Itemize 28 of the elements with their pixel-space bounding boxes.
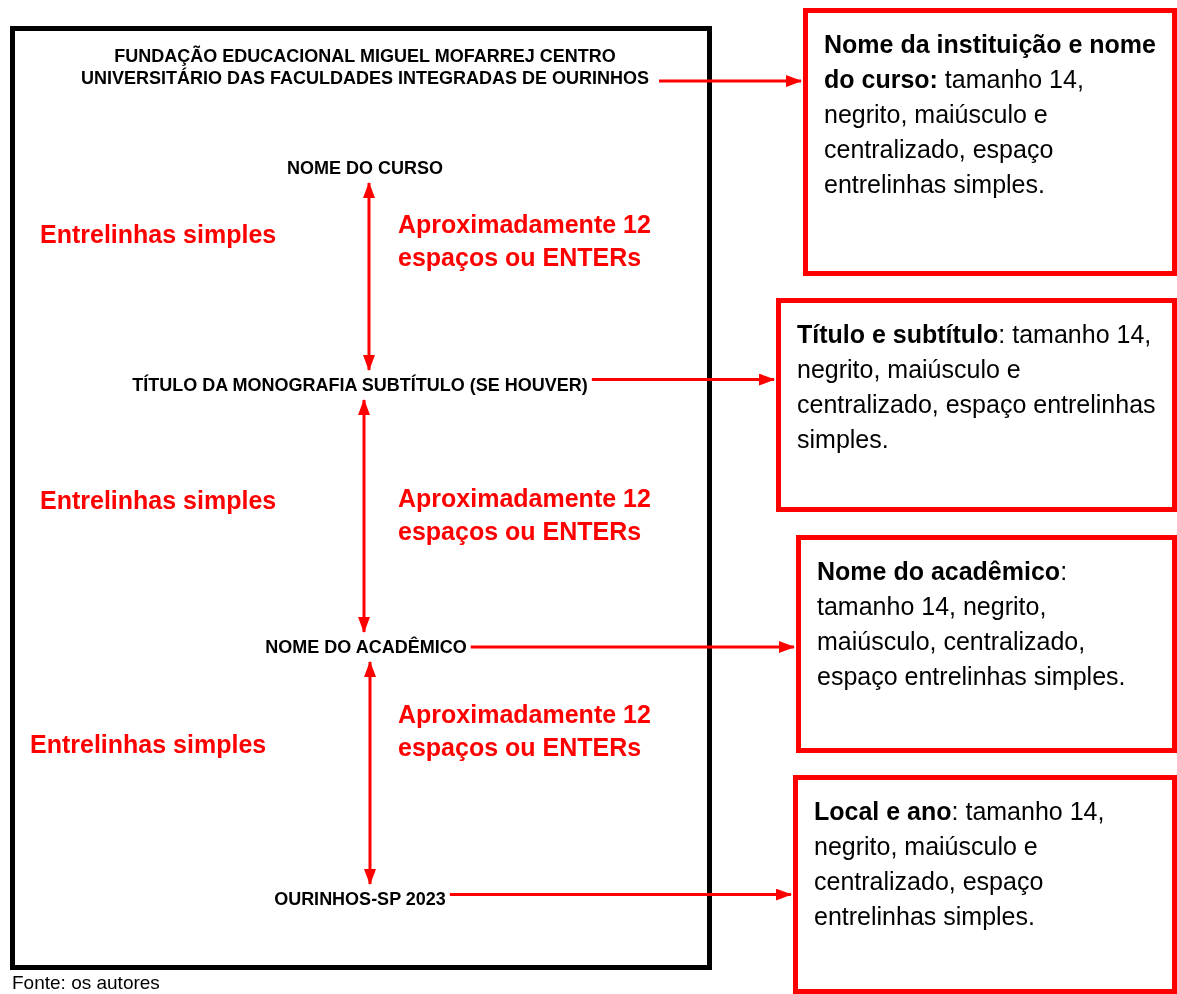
note-box — [796, 535, 1177, 753]
note-text: Local e ano: tamanho 14, negrito, maiúsculo e centralizado, espaço entrelinhas simples. — [814, 796, 1106, 932]
annotation-text: Entrelinhas simples — [40, 219, 278, 250]
note-text: Nome do acadêmico: tamanho 14, negrito, maiúsculo, centralizado, espaço entrelinhas simples. — [817, 556, 1127, 692]
heading-text: OURINHOS-SP 2023 — [274, 888, 446, 910]
annotation-text: Entrelinhas simples — [40, 485, 278, 516]
arrow — [470, 641, 795, 653]
annotation-text: Aproximadamente 12 espaços ou ENTERs — [398, 699, 652, 763]
caption-text: Fonte: os autores — [12, 972, 160, 994]
page-frame — [10, 26, 712, 970]
annotation-text: Aproximadamente 12 espaços ou ENTERs — [398, 209, 652, 273]
annotation-text: Entrelinhas simples — [30, 729, 268, 760]
note-box — [776, 298, 1177, 512]
note-box — [803, 8, 1177, 276]
arrow — [358, 399, 370, 633]
note-text: Título e subtítulo: tamanho 14, negrito, maiúsculo e centralizado, espaço entrelinhas simples. — [797, 319, 1156, 455]
arrow — [363, 182, 375, 371]
arrow — [449, 888, 792, 901]
heading-text: FUNDAÇÃO EDUCACIONAL MIGUEL MOFARREJ CENTRO UNIVERSITÁRIO DAS FACULDADES INTEGRADAS DE OURINHOS — [75, 45, 655, 89]
note-box — [793, 775, 1177, 994]
arrow — [591, 373, 775, 386]
heading-text: TÍTULO DA MONOGRAFIA SUBTÍTULO (SE HOUVER) — [132, 374, 588, 396]
arrow — [364, 661, 376, 885]
note-text: Nome da instituição e nome do curso: tamanho 14, negrito, maiúsculo e centralizado, espaço entrelinhas simples. — [824, 29, 1156, 200]
heading-text: NOME DO ACADÊMICO — [265, 636, 467, 658]
heading-text: NOME DO CURSO — [287, 157, 443, 179]
arrow — [659, 75, 802, 88]
annotation-text: Aproximadamente 12 espaços ou ENTERs — [398, 483, 652, 547]
